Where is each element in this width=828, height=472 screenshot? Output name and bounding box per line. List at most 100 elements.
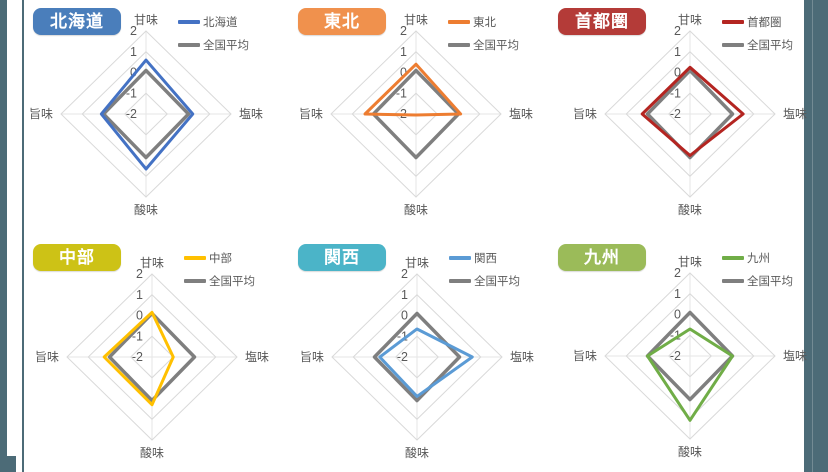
legend-line-swatch <box>448 20 470 24</box>
national-average-line <box>645 310 735 402</box>
axis-label: 甘味 <box>134 13 158 27</box>
national-average-line <box>101 68 191 160</box>
tick-label: -1 <box>397 329 408 343</box>
axis-label: 塩味 <box>510 349 534 364</box>
bottom-left-corner-block <box>0 456 16 472</box>
tick-label: -1 <box>396 86 407 100</box>
grid-ring <box>395 335 439 379</box>
tick-label: -2 <box>670 107 681 121</box>
region-series-line <box>378 327 474 398</box>
tick-label: -2 <box>670 349 681 363</box>
region-badge: 東北 <box>298 8 386 35</box>
grid-ring <box>668 334 712 378</box>
axis-label: 甘味 <box>404 13 428 27</box>
region-badge: 首都圏 <box>558 8 646 35</box>
tick-label: -1 <box>132 329 143 343</box>
legend-label-national: 全国平均 <box>747 40 793 52</box>
region-badge: 九州 <box>558 244 646 271</box>
legend-line-swatch <box>722 256 744 260</box>
axis-label: 塩味 <box>239 106 263 121</box>
axis-label: 甘味 <box>140 256 164 270</box>
axis-label: 塩味 <box>783 348 807 363</box>
axis-label: 旨味 <box>573 107 597 121</box>
tick-label: -1 <box>670 328 681 342</box>
legend-row-region: 関西 <box>449 250 520 266</box>
axis-label: 甘味 <box>678 255 702 269</box>
axis-label: 甘味 <box>405 256 429 270</box>
legend-row-national: 全国平均 <box>178 37 249 53</box>
axis-label: 旨味 <box>299 107 323 121</box>
grid-ring <box>352 294 482 420</box>
legend-row-national: 全国平均 <box>722 273 793 289</box>
national-average-line <box>371 68 461 160</box>
legend-line-swatch <box>722 20 744 24</box>
grid-ring <box>66 273 238 441</box>
legend-row-region: 北海道 <box>178 14 249 30</box>
tick-label: -2 <box>132 350 143 364</box>
legend-row-region: 首都圏 <box>722 14 793 30</box>
grid-ring <box>668 92 712 136</box>
legend-line-swatch <box>449 279 471 283</box>
legend-label-national: 全国平均 <box>473 40 519 52</box>
legend-row-region: 九州 <box>722 250 793 266</box>
tick-label: 0 <box>401 309 408 323</box>
grid-ring <box>124 92 168 136</box>
axis-label: 甘味 <box>678 13 702 27</box>
axis-label: 酸味 <box>134 202 158 217</box>
grid-ring <box>331 273 503 441</box>
legend-label-national: 全国平均 <box>474 276 520 288</box>
legend-line-swatch <box>722 43 744 47</box>
legend-line-swatch <box>184 256 206 260</box>
region-series-line <box>363 62 463 117</box>
grid-ring <box>81 51 211 177</box>
legend-label-region: 九州 <box>747 253 770 265</box>
legend-line-swatch <box>449 256 471 260</box>
axis-label: 酸味 <box>678 444 702 459</box>
tick-label: 2 <box>674 266 681 280</box>
grid-ring <box>394 92 438 136</box>
axis-label: 酸味 <box>140 445 164 460</box>
legend-row-region: 東北 <box>448 14 519 30</box>
region-series-line <box>102 310 175 407</box>
tick-label: 1 <box>674 45 681 59</box>
region-series-line <box>99 58 195 171</box>
chart-legend: 関西 全国平均 <box>449 250 520 289</box>
legend-label-national: 全国平均 <box>209 276 255 288</box>
grid-ring <box>604 272 776 440</box>
tick-label: 1 <box>401 288 408 302</box>
grid-ring <box>351 51 481 177</box>
legend-line-swatch <box>178 43 200 47</box>
region-badge: 北海道 <box>33 8 121 35</box>
region-badge: 関西 <box>298 244 386 271</box>
axis-label: 旨味 <box>35 350 59 364</box>
grid-ring <box>625 51 755 177</box>
legend-row-national: 全国平均 <box>184 273 255 289</box>
legend-row-national: 全国平均 <box>722 37 793 53</box>
chart-legend: 中部 全国平均 <box>184 250 255 289</box>
legend-row-region: 中部 <box>184 250 255 266</box>
legend-line-swatch <box>178 20 200 24</box>
legend-label-national: 全国平均 <box>747 276 793 288</box>
axis-label: 酸味 <box>405 445 429 460</box>
grid-ring <box>604 30 776 198</box>
region-series-line <box>646 327 734 422</box>
tick-label: 0 <box>674 308 681 322</box>
tick-label: 0 <box>130 66 137 80</box>
tick-label: -1 <box>126 86 137 100</box>
grid-ring <box>87 294 217 420</box>
right-border-highlight <box>812 0 813 472</box>
legend-line-swatch <box>722 279 744 283</box>
legend-label-national: 全国平均 <box>203 40 249 52</box>
tick-label: -1 <box>670 86 681 100</box>
